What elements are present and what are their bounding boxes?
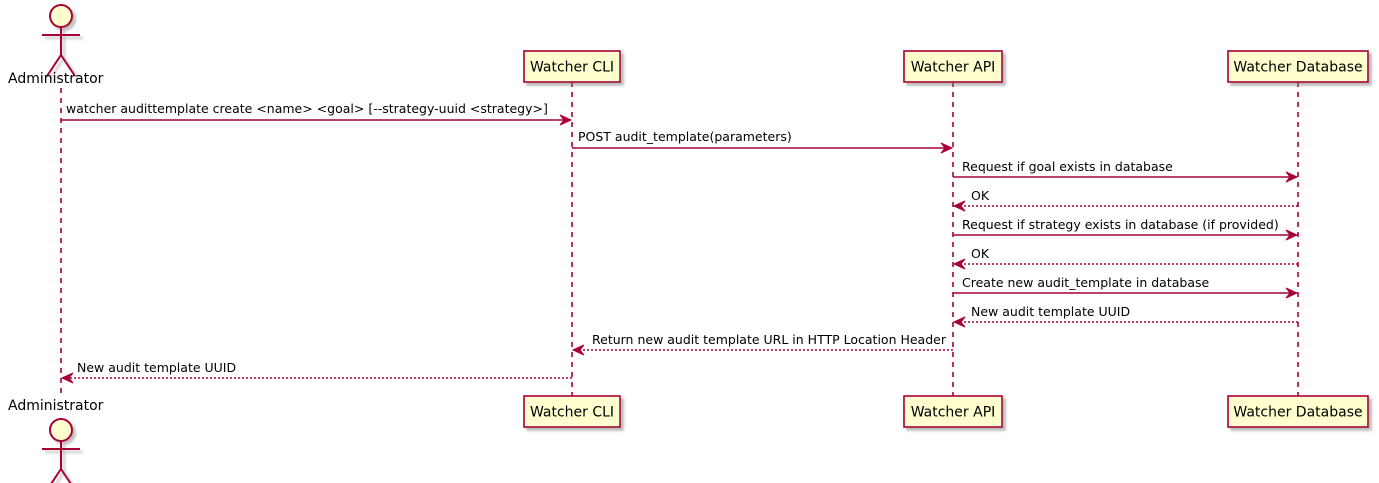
message-arrowhead-9	[60, 372, 74, 384]
participant-label-watcher-database: Watcher Database	[1233, 60, 1362, 76]
actor-figure	[42, 418, 80, 483]
message-1: POST audit_template(parameters)	[572, 129, 954, 154]
actor-leg-left	[46, 54, 62, 77]
message-5: OK	[952, 246, 1298, 270]
message-label-4: Request if strategy exists in database (…	[962, 217, 1279, 232]
participant-label-watcher-cli: Watcher CLI	[530, 405, 614, 421]
actor-label-administrator-bottom: Administrator	[8, 398, 104, 414]
participant-box-watcher-cli-bottom[interactable]: Watcher CLI	[523, 395, 621, 428]
message-label-0: watcher audittemplate create <name> <goa…	[66, 101, 548, 116]
message-arrowhead-7	[952, 316, 966, 328]
message-4: Request if strategy exists in database (…	[953, 217, 1299, 241]
actor-administrator-bottom[interactable]: Administrator	[8, 398, 104, 483]
lifelines-layer	[60, 82, 1299, 398]
message-arrowhead-2	[1285, 171, 1299, 183]
actor-leg-right	[60, 468, 72, 483]
message-arrowhead-1	[940, 142, 954, 154]
message-label-9: New audit template UUID	[77, 360, 236, 375]
messages-layer: watcher audittemplate create <name> <goa…	[60, 101, 1299, 384]
participant-label-watcher-api: Watcher API	[911, 405, 996, 421]
message-arrowhead-8	[571, 344, 585, 356]
message-label-7: New audit template UUID	[971, 304, 1130, 319]
actor-leg-left	[50, 468, 62, 483]
message-label-3: OK	[971, 188, 990, 203]
participant-label-watcher-cli: Watcher CLI	[530, 60, 614, 76]
participant-label-watcher-api: Watcher API	[911, 60, 996, 76]
participant-label-watcher-database: Watcher Database	[1233, 405, 1362, 421]
participant-box-rect	[903, 395, 1003, 428]
participant-box-watcher-database-bottom[interactable]: Watcher Database	[1227, 395, 1369, 428]
message-3: OK	[952, 188, 1298, 212]
message-label-1: POST audit_template(parameters)	[578, 129, 792, 144]
message-2: Request if goal exists in database	[953, 159, 1299, 183]
message-9: New audit template UUID	[60, 360, 572, 384]
message-label-2: Request if goal exists in database	[962, 159, 1173, 174]
participant-box-rect	[903, 50, 1003, 83]
actor-figure	[42, 4, 80, 77]
actor-head	[49, 418, 73, 442]
message-arrowhead-6	[1285, 287, 1299, 299]
actor-head	[49, 4, 73, 28]
participant-box-watcher-cli-top[interactable]: Watcher CLI	[523, 50, 621, 83]
message-arrowhead-5	[952, 258, 966, 270]
participant-box-rect	[523, 50, 621, 83]
actor-leg-right	[60, 54, 76, 77]
participant-box-rect	[1227, 395, 1369, 428]
participant-box-watcher-api-top[interactable]: Watcher API	[903, 50, 1003, 83]
participant-box-watcher-api-bottom[interactable]: Watcher API	[903, 395, 1003, 428]
message-label-5: OK	[971, 246, 990, 261]
message-6: Create new audit_template in database	[953, 275, 1299, 299]
participant-box-rect	[523, 395, 621, 428]
participant-box-rect	[1227, 50, 1369, 83]
message-7: New audit template UUID	[952, 304, 1298, 328]
message-label-6: Create new audit_template in database	[962, 275, 1209, 290]
message-label-8: Return new audit template URL in HTTP Lo…	[592, 332, 947, 347]
message-arrowhead-3	[952, 200, 966, 212]
actor-label-administrator-top: Administrator	[8, 71, 104, 87]
message-arrowhead-0	[559, 114, 573, 126]
message-arrowhead-4	[1285, 229, 1299, 241]
participant-box-watcher-database-top[interactable]: Watcher Database	[1227, 50, 1369, 83]
message-0: watcher audittemplate create <name> <goa…	[61, 101, 573, 126]
message-8: Return new audit template URL in HTTP Lo…	[571, 332, 953, 356]
actor-administrator-top[interactable]: Administrator	[8, 4, 104, 87]
